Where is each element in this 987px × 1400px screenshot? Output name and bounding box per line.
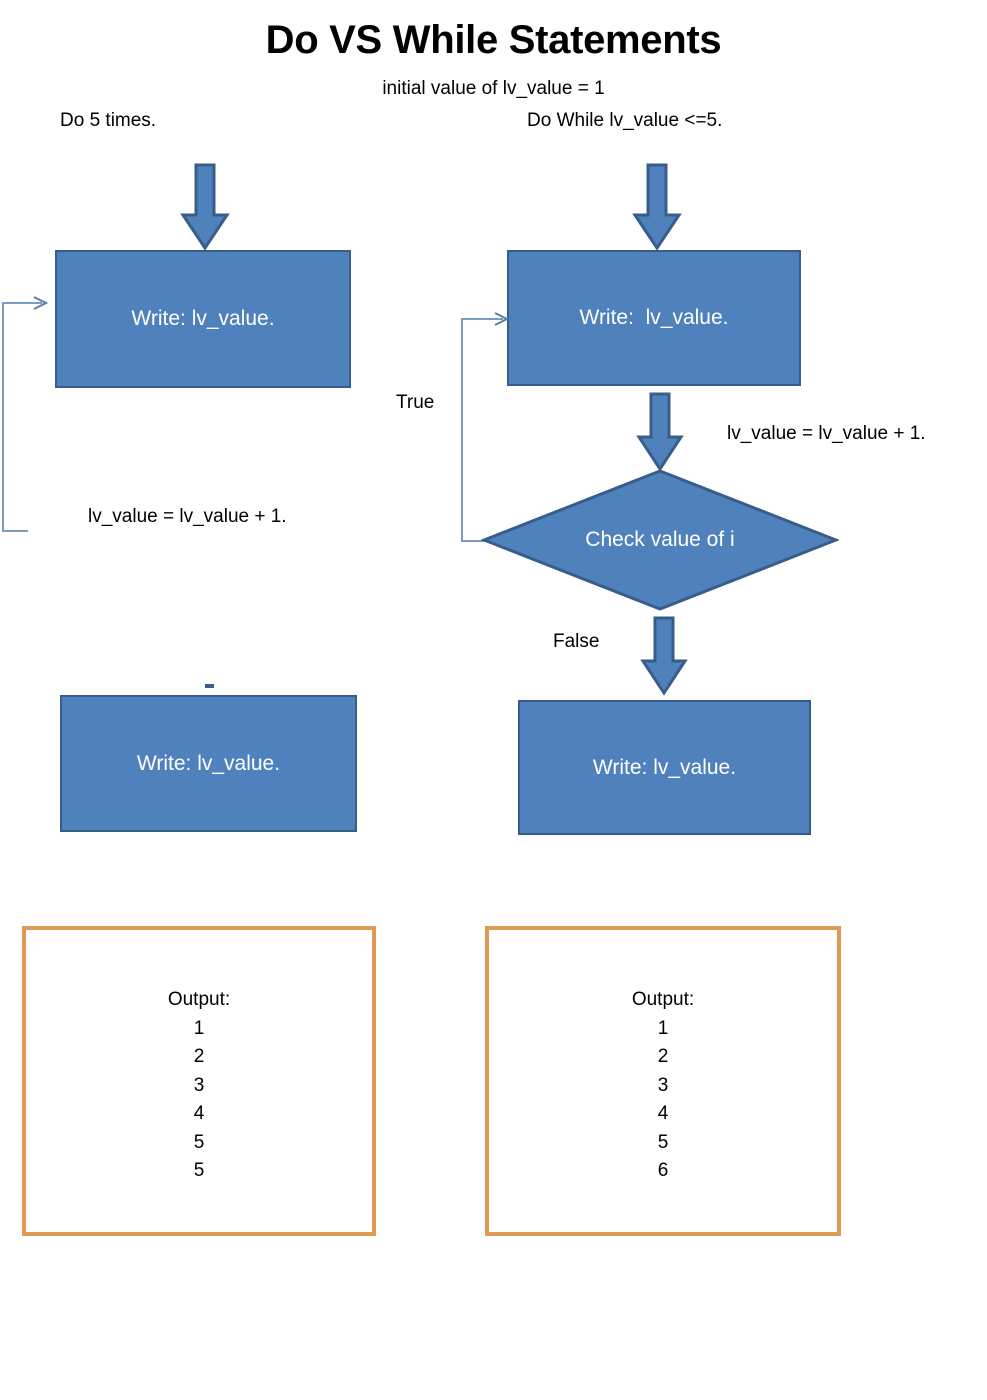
left-output-line: 1 [193,1017,205,1039]
left-output-line: 2 [193,1046,205,1067]
right-process-box-bottom: Write: lv_value. [518,700,811,835]
loop-back-arrow-icon-left [0,294,60,539]
page-subtitle: initial value of lv_value = 1 [382,78,605,99]
right-process-box-top: Write: lv_value. [507,250,801,386]
down-block-arrow-icon-left-entry [180,163,230,251]
right-output-title: Output: [631,989,695,1010]
loop-back-arrow-icon-right [455,310,525,550]
right-column-heading: Do While lv_value <=5. [527,110,723,131]
down-block-arrow-icon-to-decision [636,392,684,472]
left-process-box-bottom: Write: lv_value. [60,695,357,832]
true-branch-label: True [396,392,435,413]
decision-diamond: Check value of i [481,468,839,612]
right-increment-label: lv_value = lv_value + 1. [727,423,926,444]
right-output-line: 4 [657,1103,669,1124]
left-output-line: 5 [193,1131,205,1153]
left-output-title: Output: [167,989,231,1010]
left-output-content: Output: 1 2 3 4 5 5 [26,986,372,1186]
left-process-box-top-label: Write: lv_value. [131,307,275,330]
left-output-line: 5 [193,1160,205,1181]
left-increment-label: lv_value = lv_value + 1. [88,506,287,527]
right-output-line: 2 [657,1046,669,1067]
left-output-panel: Output: 1 2 3 4 5 5 [22,926,376,1236]
false-branch-label: False [553,631,600,652]
right-output-line: 5 [657,1131,669,1153]
left-process-box-bottom-label: Write: lv_value. [136,751,281,775]
right-process-box-top-label: Write: lv_value. [579,306,729,329]
down-block-arrow-icon-to-end [640,616,688,696]
left-output-line: 3 [193,1074,205,1096]
stray-arrow-tip-icon [205,684,214,688]
down-block-arrow-icon-right-entry [632,163,682,251]
right-output-panel: Output: 1 2 3 4 5 6 [485,926,841,1236]
right-process-box-bottom-label: Write: lv_value. [592,755,737,779]
page-title: Do VS While Statements [265,18,722,62]
left-output-line: 4 [193,1103,205,1124]
right-output-line: 3 [657,1074,669,1096]
left-process-box-top: Write: lv_value. [55,250,351,388]
left-column-heading: Do 5 times. [60,110,157,131]
right-output-line: 1 [657,1017,669,1039]
right-output-content: Output: 1 2 3 4 5 6 [489,986,837,1186]
right-output-line: 6 [657,1160,669,1181]
